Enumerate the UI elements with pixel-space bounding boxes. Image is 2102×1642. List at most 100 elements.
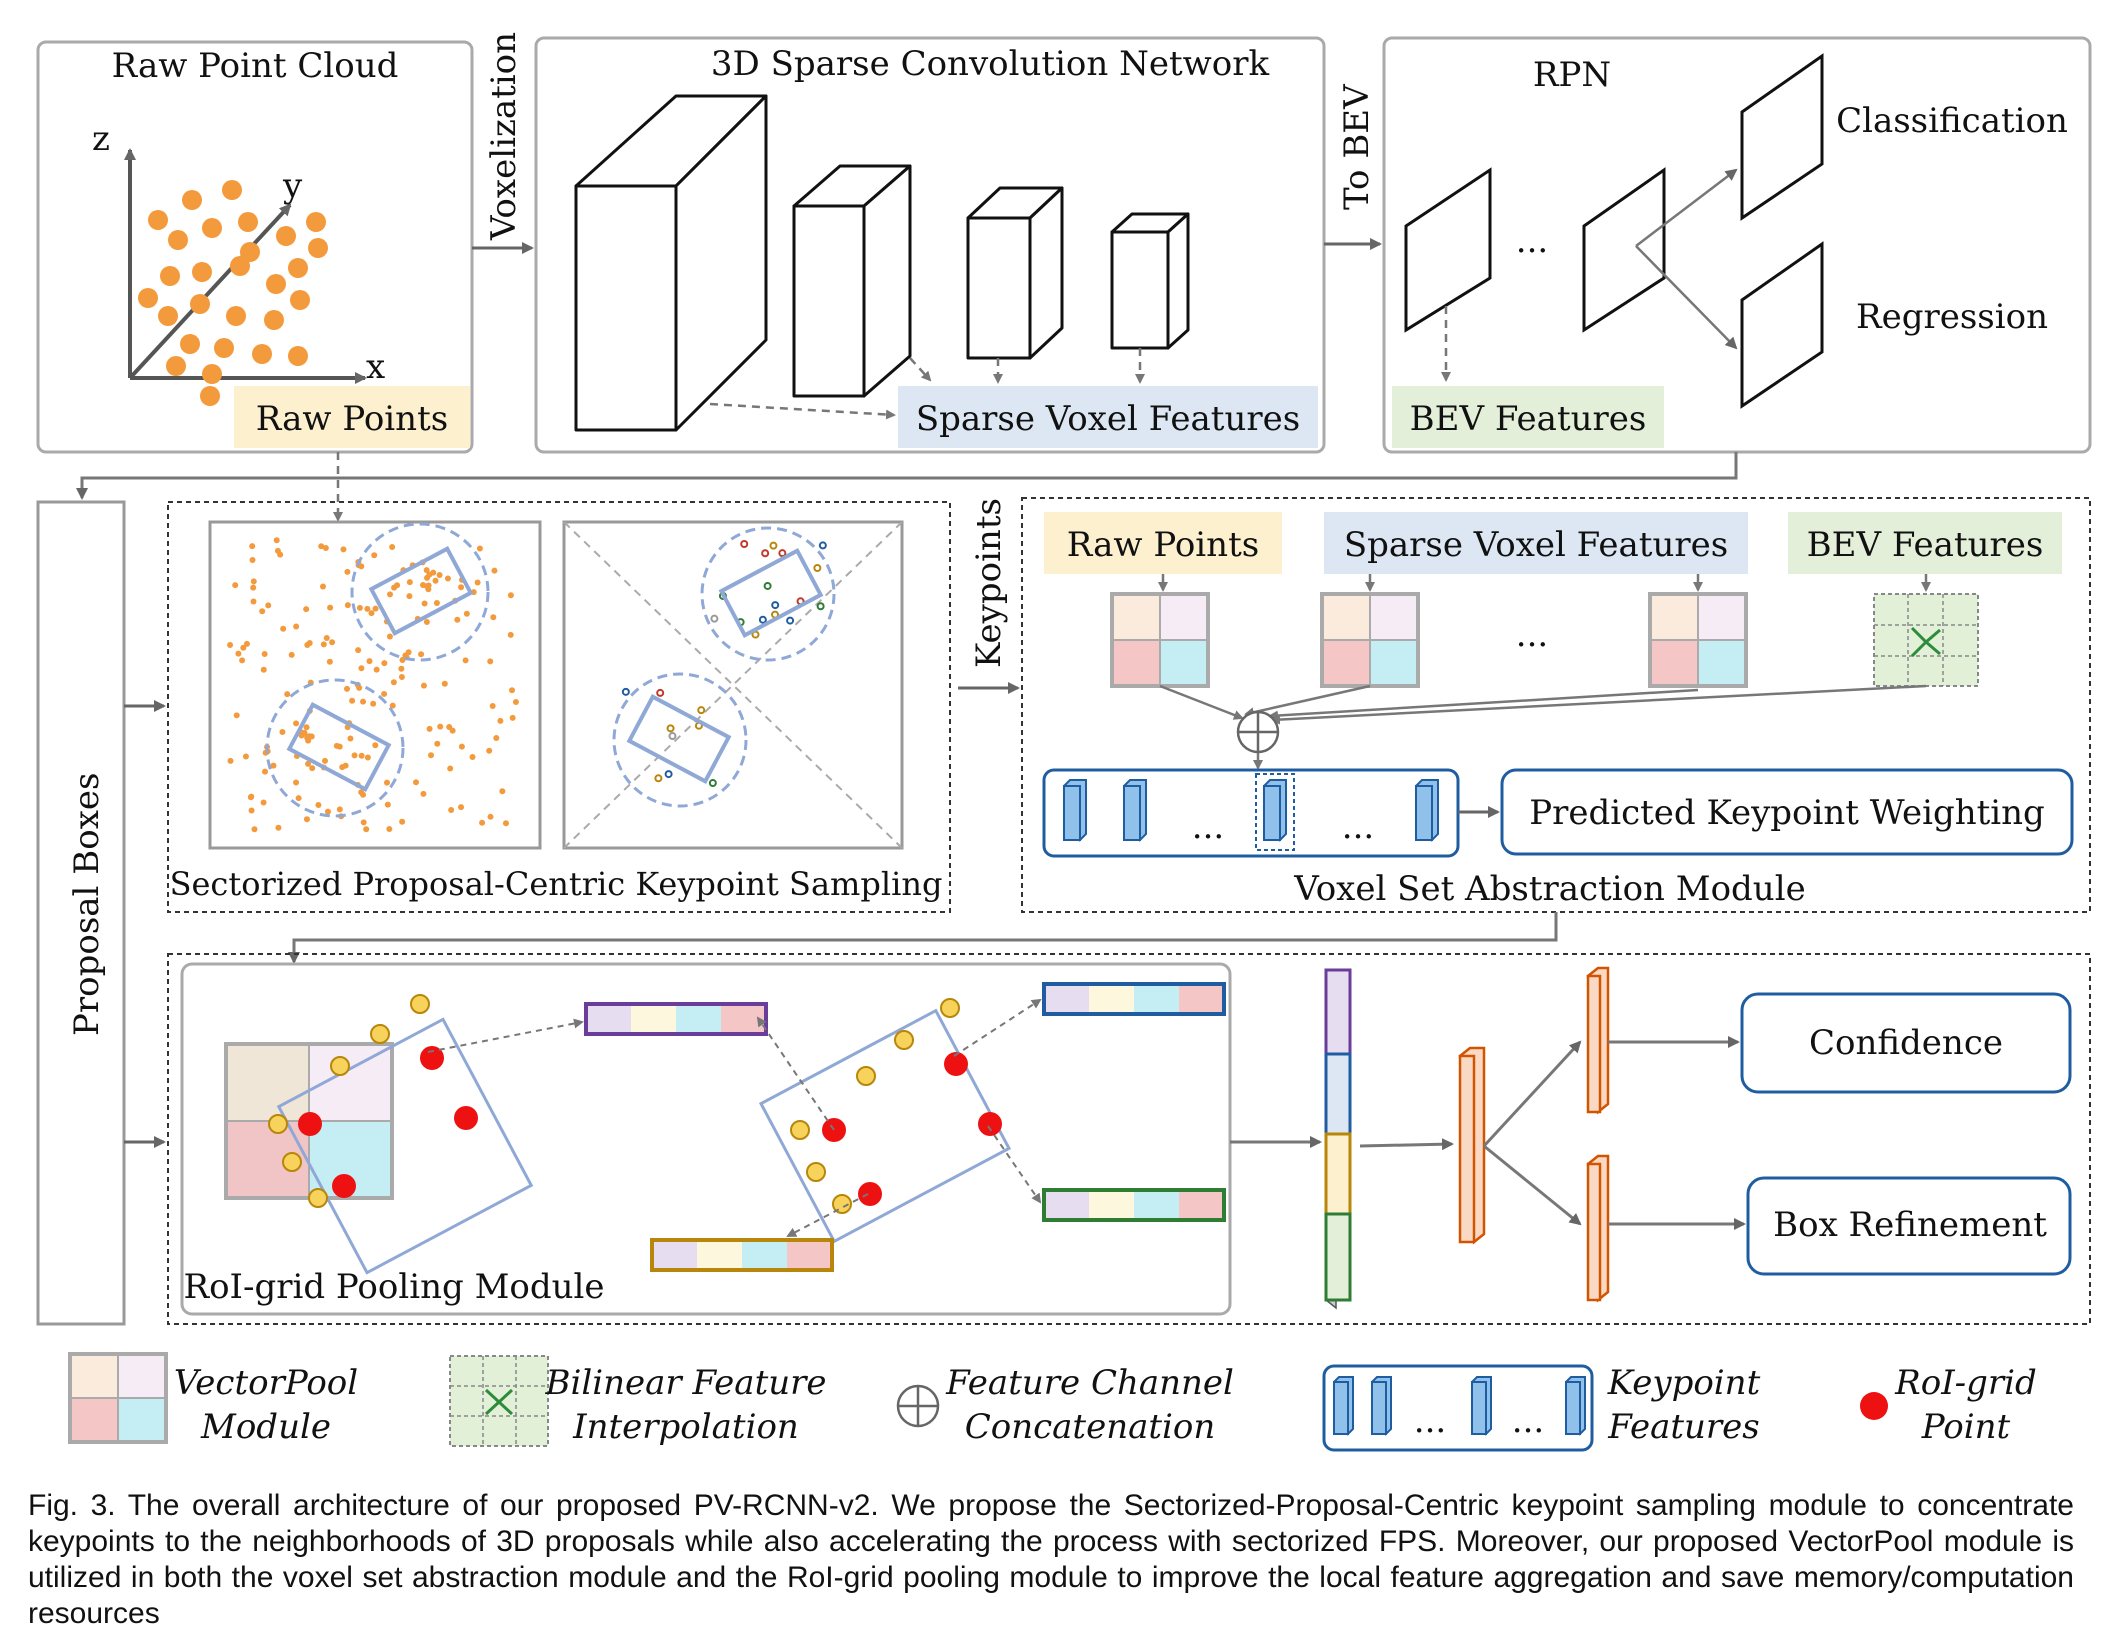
vectorpool-block-voxel-1 [1320, 592, 1420, 688]
legend-concat-1: Feature Channel [945, 1363, 1234, 1403]
raw-points-tag: Raw Points [256, 399, 448, 439]
concat-symbol [1236, 710, 1280, 754]
legend-vectorpool-icon [68, 1352, 168, 1444]
point-dot [441, 680, 448, 687]
point-dot [448, 806, 455, 813]
point-dot [813, 564, 822, 573]
point-dot [360, 819, 367, 826]
point-dot [390, 679, 397, 686]
legend-bilinear-2: Interpolation [572, 1407, 799, 1447]
point-dot [330, 1056, 350, 1076]
point-dot [250, 584, 257, 591]
legend-keypoint-features-icon: ... ... [1322, 1364, 1594, 1452]
point-dot [293, 623, 300, 630]
point-dot [276, 226, 296, 246]
point-dot [360, 698, 367, 705]
point-dot [288, 258, 308, 278]
point-dot [305, 737, 312, 744]
point-dot [301, 729, 308, 736]
point-dot [182, 190, 202, 210]
legend-concat-icon [896, 1384, 940, 1428]
point-dot [486, 747, 493, 754]
roi-grid-points [268, 994, 1002, 1214]
point-dot [433, 600, 440, 607]
point-dot [507, 592, 514, 599]
point-cloud-dots [138, 180, 328, 406]
figure-caption: Fig. 3. The overall architecture of our … [28, 1489, 2074, 1630]
point-dot [410, 994, 430, 1014]
point-dot [358, 752, 365, 759]
feature-vector-top-right [1042, 982, 1226, 1016]
point-dot [327, 604, 334, 611]
vsa-panel: Raw Points Sparse Voxel Features BEV Fea… [1021, 497, 2091, 913]
point-dot [324, 808, 331, 815]
point-dot [273, 537, 280, 544]
point-dot [806, 1162, 826, 1182]
point-dot [489, 702, 496, 709]
point-dot [487, 813, 494, 820]
point-dot [423, 619, 430, 626]
point-dot [786, 616, 795, 625]
point-dot [308, 238, 328, 258]
point-dot [242, 753, 249, 760]
point-dot [259, 608, 266, 615]
feature-vector-top-left [584, 1002, 768, 1036]
point-dot [318, 543, 325, 550]
legend-bilinear-icon [449, 1355, 549, 1447]
rpn-dots: ... [1516, 221, 1548, 261]
legend: VectorPool Module Bilinear Feature Inter… [68, 1352, 2037, 1452]
point-dot [447, 765, 454, 772]
axis-y-label: y [282, 166, 303, 206]
point-dot [214, 338, 234, 358]
legend-roi-point-icon [1860, 1392, 1888, 1420]
point-dot [769, 541, 778, 550]
point-dot [509, 687, 516, 694]
point-dot [308, 1188, 328, 1208]
point-dot [320, 641, 327, 648]
point-dot [509, 714, 516, 721]
point-dot [666, 724, 675, 733]
regression-label: Regression [1856, 297, 2048, 337]
vsa-to-roi-connector [288, 912, 1558, 964]
point-dot [340, 546, 347, 553]
point-dot [436, 571, 443, 578]
point-dot [398, 665, 405, 672]
point-dot [469, 754, 476, 761]
point-dot [444, 575, 451, 582]
point-dot [232, 582, 239, 589]
point-dot [940, 998, 960, 1018]
point-dot [758, 615, 767, 624]
point-dot [944, 1052, 968, 1076]
point-dot [790, 1120, 810, 1140]
point-dot [249, 556, 256, 563]
roi-grid-pooling-panel: RoI-grid Pooling Module Confidence Box R… [167, 953, 2091, 1325]
point-dot [368, 610, 375, 617]
point-dot [778, 549, 787, 558]
point-dot [387, 591, 394, 598]
point-dot [491, 567, 498, 574]
point-dot [303, 816, 310, 823]
point-dot [398, 673, 405, 680]
point-dot [248, 807, 255, 814]
point-dot [226, 306, 246, 326]
bilinear-grid-block [1873, 593, 1979, 687]
point-dot [373, 666, 380, 673]
point-dot [856, 1066, 876, 1086]
point-dot [420, 582, 427, 589]
point-dot [230, 256, 250, 276]
point-dot [381, 660, 388, 667]
proposal-boxes-bar [36, 500, 126, 1326]
point-dot [894, 1030, 914, 1050]
vsa-raw-points-tag: Raw Points [1067, 525, 1259, 565]
point-dot [370, 700, 377, 707]
point-dot [280, 625, 287, 632]
box-refinement-label: Box Refinement [1773, 1205, 2047, 1245]
keypoints-label: Keypoints [969, 498, 1009, 668]
point-dot [265, 602, 272, 609]
point-dot [326, 658, 333, 665]
legend-vectorpool-1: VectorPool [174, 1363, 358, 1403]
point-dot [668, 732, 677, 741]
feature-vector-bottom [650, 1238, 834, 1272]
point-dot [293, 779, 300, 786]
point-dot [260, 666, 267, 673]
